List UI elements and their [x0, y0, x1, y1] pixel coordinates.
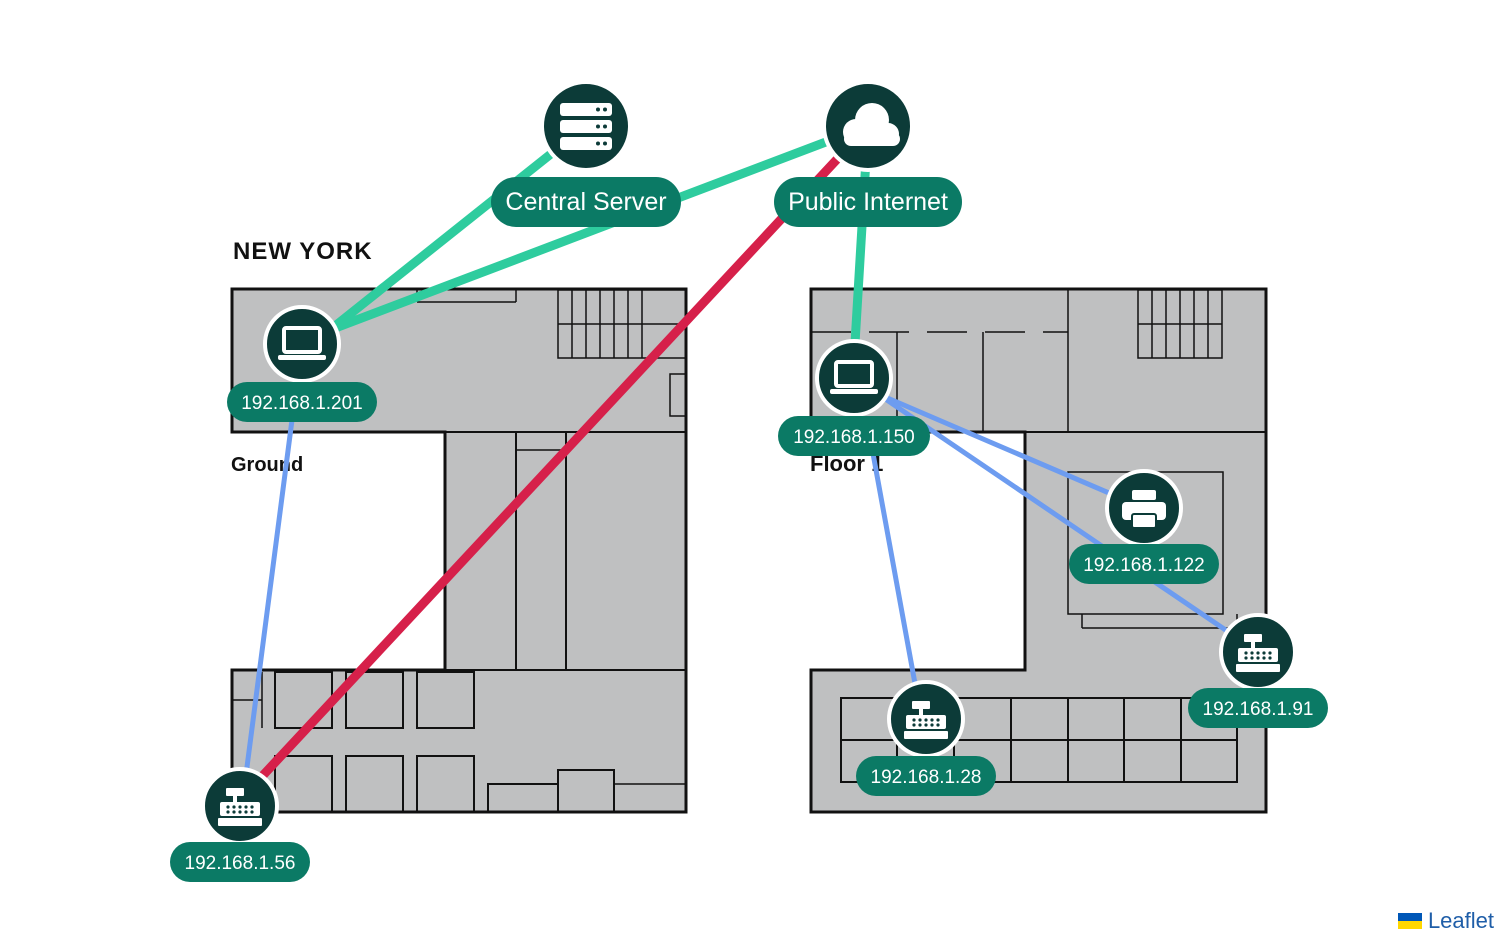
- ukraine-flag-icon: [1397, 913, 1422, 929]
- link-server-pc201[interactable]: [325, 121, 591, 335]
- node-central-server[interactable]: Central Server: [491, 80, 681, 227]
- link-pc201-pos56[interactable]: [241, 417, 295, 793]
- server-icon: [560, 103, 612, 150]
- cash-register-icon: [904, 701, 948, 739]
- network-links: [235, 121, 1261, 805]
- link-pc150-printer122[interactable]: [875, 391, 1147, 511]
- node-label: 192.168.1.28: [871, 767, 982, 788]
- node-label: 192.168.1.150: [793, 427, 915, 448]
- ground-floor-label: Ground: [231, 454, 303, 476]
- laptop-icon: [278, 326, 326, 360]
- link-pc150-pos91[interactable]: [875, 391, 1261, 655]
- leaflet-link[interactable]: Leaflet: [1427, 908, 1494, 933]
- node-label: Central Server: [505, 188, 666, 216]
- node-pc-150[interactable]: 192.168.1.150: [778, 339, 930, 456]
- node-label: 192.168.1.91: [1203, 699, 1314, 720]
- node-pos-91[interactable]: 192.168.1.91: [1188, 613, 1328, 728]
- node-public-internet[interactable]: Public Internet: [774, 80, 962, 227]
- link-pc150-pos28[interactable]: [869, 445, 921, 703]
- cloud-icon: [843, 103, 900, 146]
- node-pos-28[interactable]: 192.168.1.28: [856, 680, 996, 796]
- node-pos-56[interactable]: 192.168.1.56: [170, 767, 310, 882]
- laptop-icon: [830, 360, 878, 394]
- node-label: 192.168.1.56: [185, 853, 296, 874]
- node-label: 192.168.1.122: [1083, 555, 1205, 576]
- printer-icon: [1122, 490, 1166, 529]
- link-internet-pos56[interactable]: [235, 121, 873, 805]
- cash-register-icon: [218, 788, 262, 826]
- cash-register-icon: [1236, 634, 1280, 672]
- node-pc-201[interactable]: 192.168.1.201: [227, 305, 377, 422]
- node-label: 192.168.1.201: [241, 393, 363, 414]
- map-attribution[interactable]: Leaflet: [1397, 908, 1494, 934]
- link-internet-pc201[interactable]: [325, 121, 873, 335]
- city-label: NEW YORK: [233, 238, 373, 265]
- node-printer-122[interactable]: 192.168.1.122: [1069, 469, 1219, 584]
- node-label: Public Internet: [788, 188, 948, 216]
